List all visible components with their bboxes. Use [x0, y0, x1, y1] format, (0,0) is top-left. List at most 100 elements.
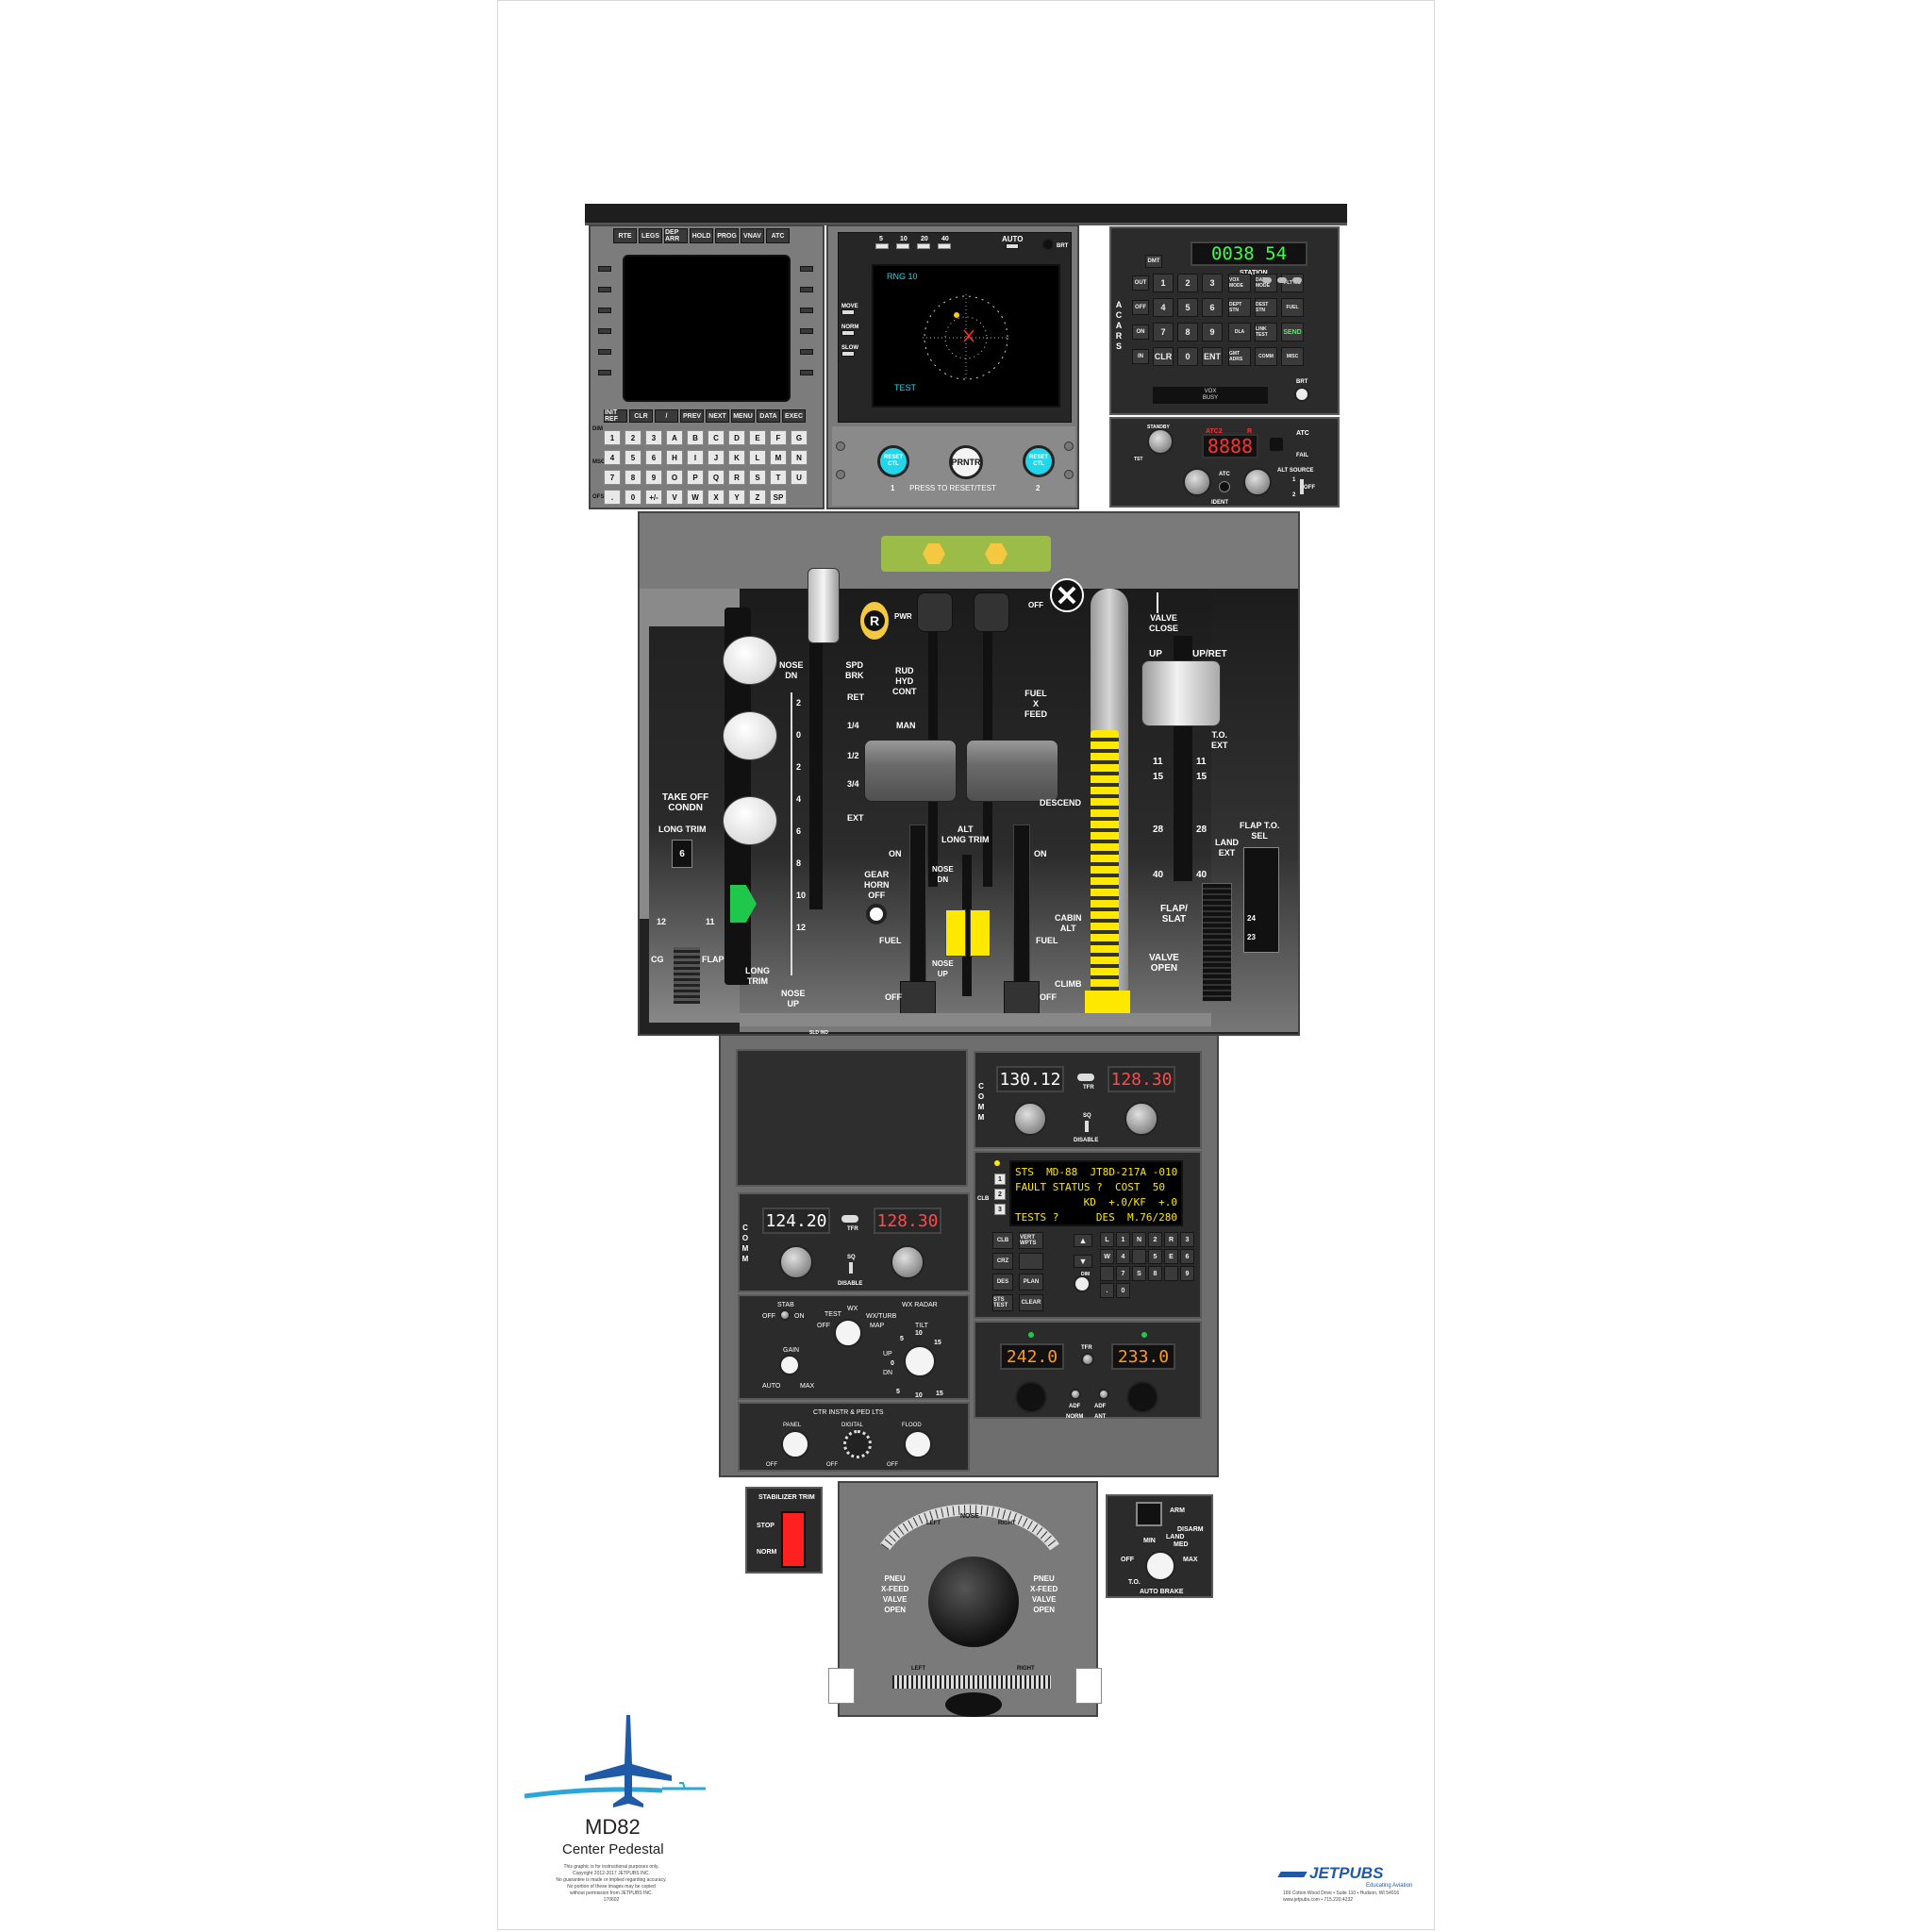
fmc-lsk-right[interactable]: [800, 328, 813, 334]
left-throttle-lever[interactable]: [864, 740, 957, 802]
fmc-key-3[interactable]: 3: [645, 430, 662, 445]
acars-key-clr[interactable]: CLR: [1153, 347, 1174, 366]
autobrake-selector-knob[interactable]: [1145, 1551, 1175, 1581]
pms-key-clb[interactable]: CLB: [992, 1232, 1013, 1249]
trim-wheel-handle[interactable]: [723, 636, 777, 685]
wx-tilt-knob[interactable]: [904, 1345, 936, 1377]
pms-num-key-w[interactable]: W: [1100, 1249, 1114, 1264]
pms-num-key-blank[interactable]: .: [1100, 1283, 1114, 1298]
radar-norm-key[interactable]: [841, 330, 855, 336]
acars-key-4[interactable]: 4: [1153, 298, 1174, 317]
fmc-key-n[interactable]: N: [791, 450, 808, 465]
acars-key-6[interactable]: 6: [1202, 298, 1223, 317]
fmc-key-hold[interactable]: HOLD: [690, 228, 713, 243]
comm-left-squelch-toggle[interactable]: [849, 1262, 853, 1274]
fmc-key-0[interactable]: 0: [625, 490, 641, 505]
acars-key-8[interactable]: 8: [1177, 323, 1198, 341]
pms-num-key-5[interactable]: 5: [1148, 1249, 1162, 1264]
fmc-key-6[interactable]: 6: [645, 450, 662, 465]
fmc-lsk-left[interactable]: [598, 349, 611, 355]
wx-gain-knob[interactable]: [779, 1355, 800, 1375]
fmc-key-x[interactable]: X: [708, 490, 724, 505]
fmc-key-blank[interactable]: .: [604, 490, 621, 505]
pms-num-key-blank[interactable]: [1132, 1249, 1146, 1264]
comm-left-transfer-switch[interactable]: [841, 1215, 858, 1223]
acars-key-link-test[interactable]: LINK TEST: [1255, 323, 1277, 341]
pms-num-key-blank[interactable]: [1100, 1266, 1114, 1281]
comm-left-right-tuning-knob[interactable]: [891, 1245, 924, 1279]
fmc-key-data[interactable]: DATA: [757, 409, 780, 423]
reset-left-button[interactable]: RESET CTL: [877, 445, 909, 477]
pms-secondary-key-blank[interactable]: [1019, 1253, 1043, 1270]
fmc-lsk-right[interactable]: [800, 308, 813, 313]
acars-key-dept-stn[interactable]: DEPT STN: [1228, 298, 1251, 317]
fmc-lsk-left[interactable]: [598, 266, 611, 272]
stab-trim-guard-switch[interactable]: [781, 1511, 806, 1568]
acars-key-off[interactable]: OFF: [1132, 300, 1149, 315]
fmc-key-c[interactable]: C: [708, 430, 724, 445]
fmc-key-o[interactable]: O: [666, 470, 683, 485]
fmc-key-r[interactable]: R: [728, 470, 745, 485]
acars-key-on[interactable]: ON: [1132, 325, 1149, 340]
comm-top-left-tuning-knob[interactable]: [1013, 1102, 1047, 1136]
fmc-key-q[interactable]: Q: [708, 470, 724, 485]
pms-key-crz[interactable]: CRZ: [992, 1253, 1013, 1270]
atc-ident-button[interactable]: [1219, 481, 1230, 492]
radar-move-key[interactable]: [841, 309, 855, 315]
fmc-key-w[interactable]: W: [687, 490, 704, 505]
acars-key-out[interactable]: OUT: [1132, 275, 1149, 291]
fmc-lsk-left[interactable]: [598, 328, 611, 334]
fmc-lsk-right[interactable]: [800, 266, 813, 272]
flap-handle[interactable]: [1141, 660, 1221, 726]
fuel-x-feed-close-icon[interactable]: [1049, 577, 1085, 613]
fmc-key-prev[interactable]: PREV: [680, 409, 704, 423]
pms-num-key-8[interactable]: 8: [1148, 1266, 1162, 1281]
atc-right-code-knob[interactable]: [1243, 468, 1272, 496]
fmc-lsk-left[interactable]: [598, 370, 611, 375]
radar-range-key-10[interactable]: [896, 243, 909, 249]
adf-ant-switch[interactable]: [1098, 1389, 1109, 1400]
acars-key-ent[interactable]: ENT: [1202, 347, 1223, 366]
printer-button[interactable]: PRNTR: [949, 445, 983, 479]
trim-wheel-handle[interactable]: [723, 711, 777, 760]
fmc-key-clr[interactable]: CLR: [629, 409, 653, 423]
tiller-knob[interactable]: [928, 1557, 1019, 1647]
fmc-key-t[interactable]: T: [770, 470, 787, 485]
acars-key-1[interactable]: 1: [1153, 274, 1174, 292]
acars-key-9[interactable]: 9: [1202, 323, 1223, 341]
acars-key-7[interactable]: 7: [1153, 323, 1174, 341]
fmc-key-init-ref[interactable]: INIT REF: [604, 409, 627, 423]
fmc-key-l[interactable]: L: [749, 450, 766, 465]
trim-wheel-handle[interactable]: [723, 796, 777, 845]
pms-num-key-3[interactable]: 3: [1180, 1232, 1194, 1247]
fmc-lsk-right[interactable]: [800, 287, 813, 292]
acars-key-fuel[interactable]: FUEL: [1281, 298, 1304, 317]
fmc-key-legs[interactable]: LEGS: [639, 228, 662, 243]
atc-left-code-knob[interactable]: [1183, 468, 1211, 496]
pms-dim-knob[interactable]: [1074, 1275, 1091, 1292]
digital-lights-knob[interactable]: [843, 1430, 872, 1458]
fmc-lsk-left[interactable]: [598, 308, 611, 313]
comm-top-transfer-switch[interactable]: [1077, 1074, 1094, 1081]
pms-num-key-e[interactable]: E: [1164, 1249, 1178, 1264]
reset-right-button[interactable]: RESET CTL: [1023, 445, 1055, 477]
pms-num-key-n[interactable]: N: [1132, 1232, 1146, 1247]
pms-num-key-s[interactable]: S: [1132, 1266, 1146, 1281]
pms-line-key-2[interactable]: 2: [994, 1189, 1006, 1200]
pms-num-key-0[interactable]: 0: [1116, 1283, 1130, 1298]
radar-brightness-knob[interactable]: [1041, 238, 1055, 251]
left-fuel-lever-cap[interactable]: [900, 981, 936, 1017]
wx-stab-switch[interactable]: [779, 1309, 791, 1321]
acars-key-send[interactable]: SEND: [1281, 323, 1304, 341]
fmc-lsk-left[interactable]: [598, 287, 611, 292]
panel-lights-knob[interactable]: [781, 1430, 809, 1458]
acars-key-gmt-adrs[interactable]: GMT ADRS: [1228, 347, 1251, 366]
fmc-key-exec[interactable]: EXEC: [782, 409, 806, 423]
adf-transfer-knob[interactable]: [1081, 1353, 1094, 1366]
pms-secondary-key-vert-wpts[interactable]: VERT WPTS: [1019, 1232, 1043, 1249]
right-reverser-handle[interactable]: [974, 592, 1009, 632]
right-throttle-lever[interactable]: [966, 740, 1058, 802]
atc-alt-source-toggle[interactable]: [1300, 479, 1304, 494]
fmc-key-sp[interactable]: SP: [770, 490, 787, 505]
pms-key-des[interactable]: DES: [992, 1274, 1013, 1291]
